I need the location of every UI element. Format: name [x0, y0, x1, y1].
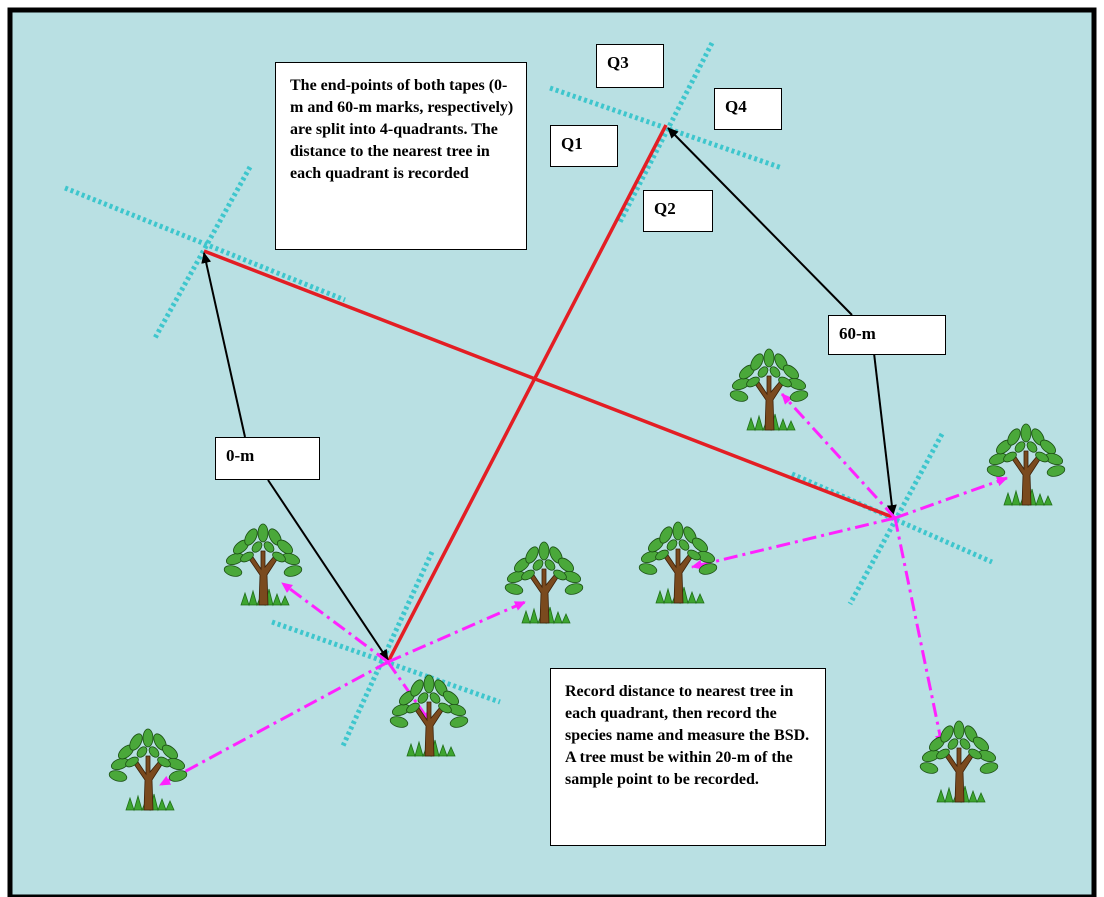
arrow-0m-to-center [267, 479, 389, 661]
label-q1: Q1 [550, 125, 618, 167]
arrows [201, 127, 897, 661]
label-q3: Q3 [596, 44, 664, 88]
label-60m: 60-m [828, 315, 946, 355]
nearest-tree-lines [159, 392, 1008, 787]
arrow-60m-to-end [667, 127, 853, 316]
endpoints-note: The end-points of both tapes (0-m and 60… [275, 62, 527, 250]
label-q4: Q4 [714, 88, 782, 130]
tape-lines [203, 124, 896, 663]
label-q2: Q2 [643, 190, 713, 232]
arrow-0m-to-end [201, 252, 246, 438]
record-note: Record distance to nearest tree in each … [550, 668, 826, 846]
arrow-60m-to-center [873, 352, 897, 516]
frame [7, 7, 1097, 897]
label-0m: 0-m [215, 437, 320, 480]
